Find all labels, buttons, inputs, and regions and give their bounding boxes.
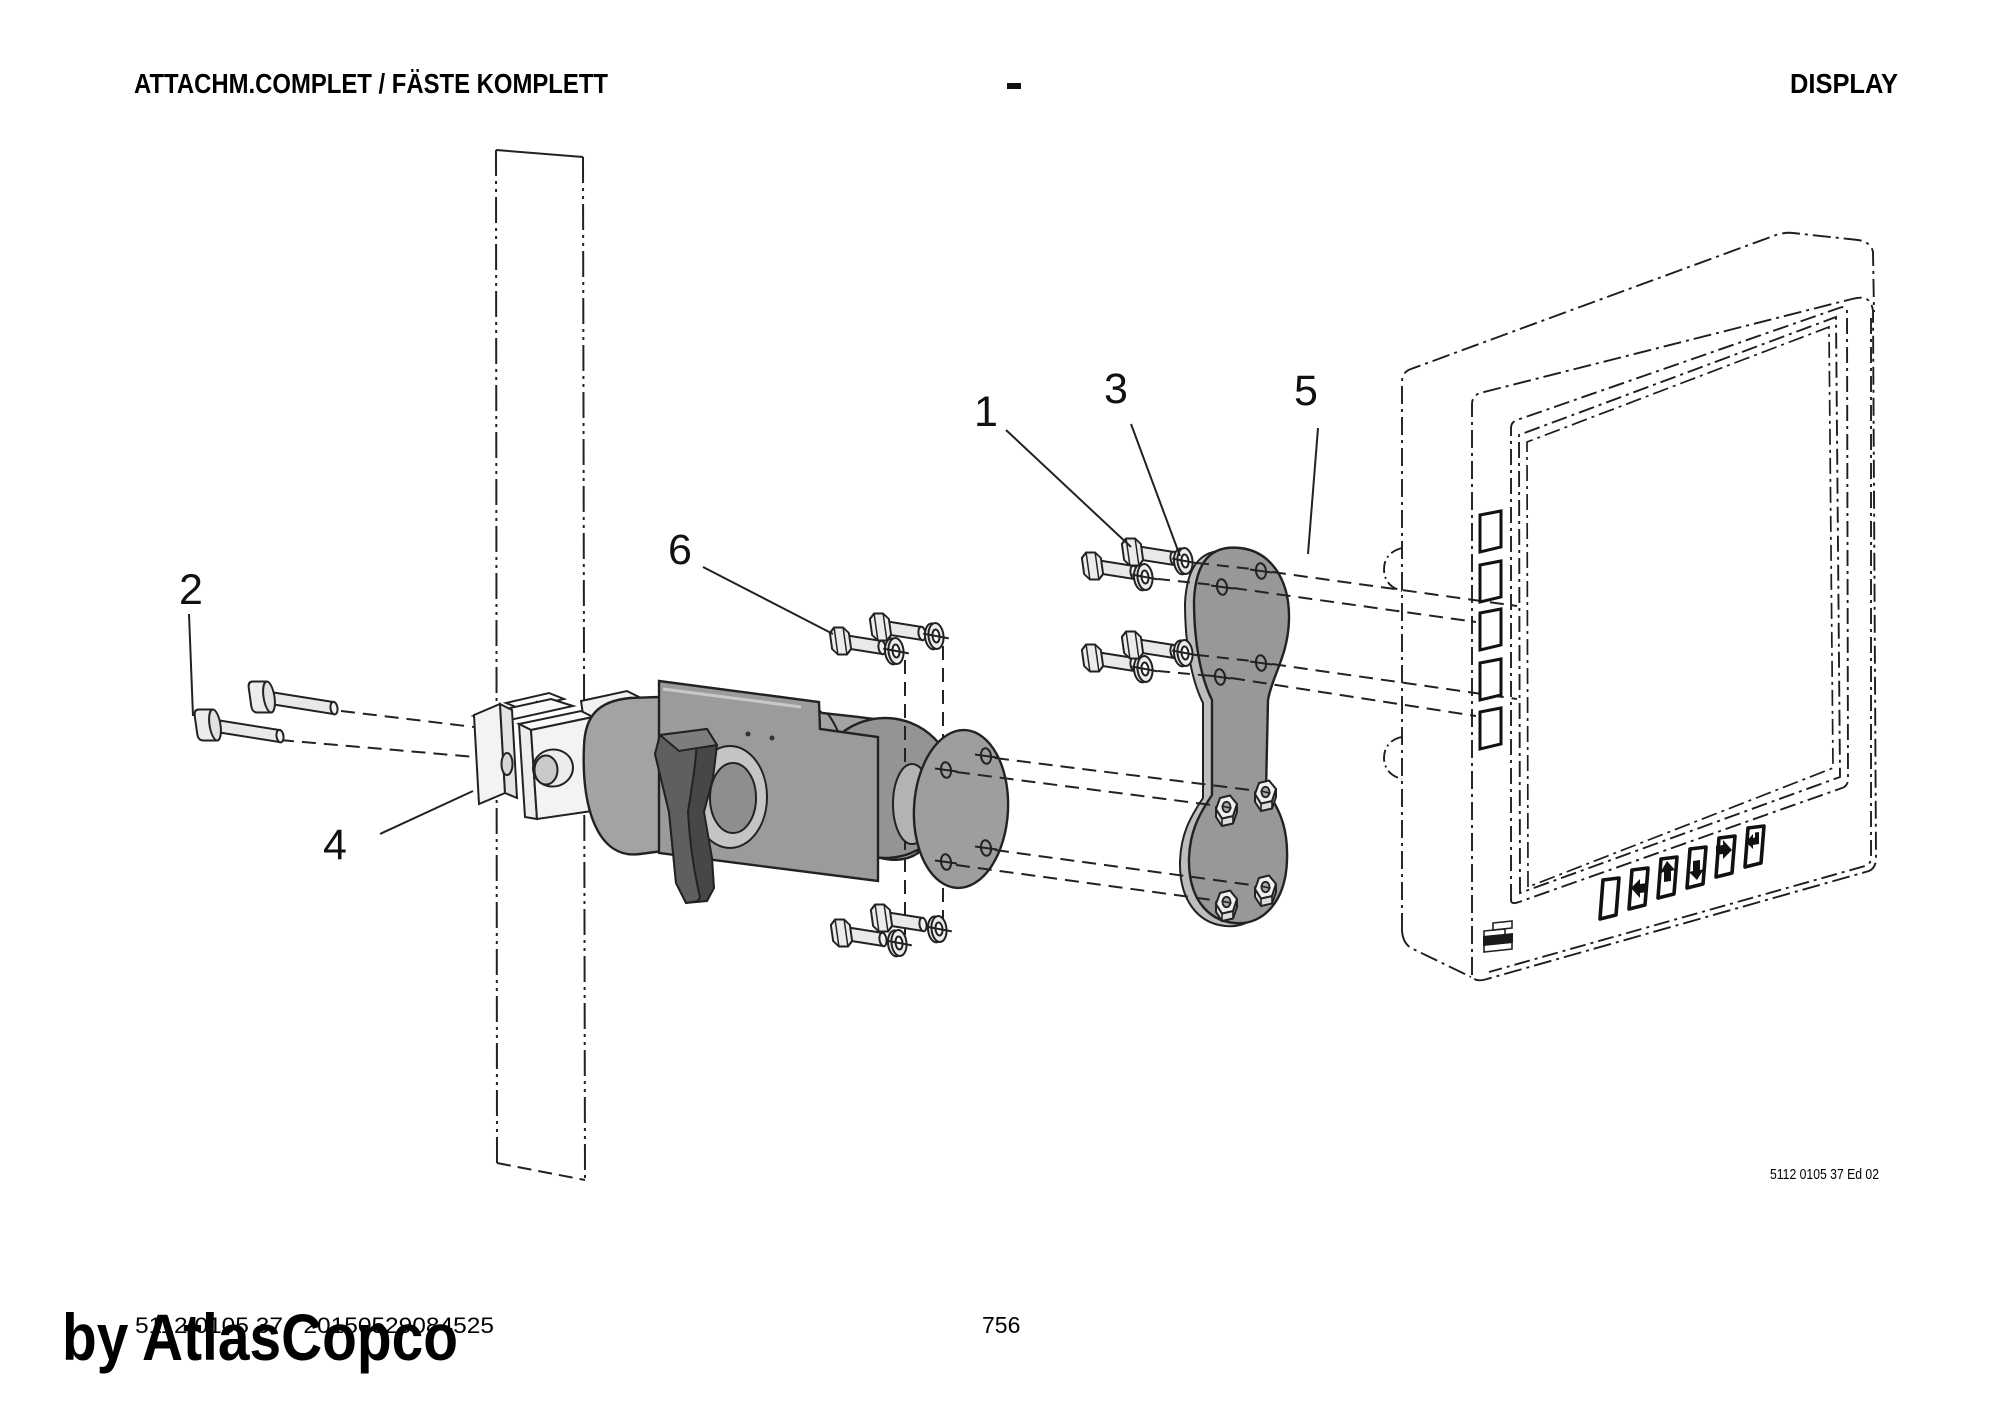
svg-text:1: 1 [974,388,998,436]
svg-text:5112 0105 37 Ed 02: 5112 0105 37 Ed 02 [1770,1167,1879,1183]
svg-text:756: 756 [982,1312,1020,1338]
svg-text:by AtlasCopco: by AtlasCopco [62,1300,458,1374]
svg-text:3: 3 [1104,365,1128,413]
svg-text:5112 0105 37 / 20150529084525: 5112 0105 37 / 20150529084525 [135,1313,494,1338]
svg-text:4: 4 [323,821,347,869]
svg-text:2: 2 [179,566,203,614]
svg-text:6: 6 [668,526,692,574]
svg-text:ATTACHM.COMPLET / FÄSTE KOMPLE: ATTACHM.COMPLET / FÄSTE KOMPLETT [134,68,608,99]
svg-text:5: 5 [1294,367,1318,415]
svg-text:DISPLAY: DISPLAY [1790,68,1898,99]
